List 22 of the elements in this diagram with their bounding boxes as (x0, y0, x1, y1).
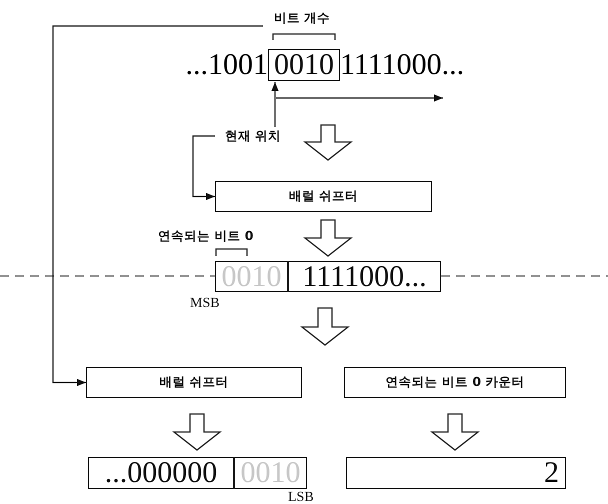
process-box: 연속되는 비트 0 카운터 (344, 367, 566, 398)
process-box: 배럴 쉬프터 (215, 181, 432, 212)
annotation-label: 비트 개수 (267, 8, 337, 28)
block-arrow (303, 124, 353, 161)
bracket-label: 연속되는 비트 0 (158, 228, 254, 245)
block-arrow (300, 307, 350, 346)
process-box: 배럴 쉬프터 (86, 367, 302, 398)
block-arrow (430, 413, 480, 451)
register-segment: 1111000... (288, 261, 441, 292)
block-arrow (303, 219, 353, 257)
arrow (52, 25, 263, 386)
arrow (192, 135, 215, 200)
bit-string: ...1001 (186, 50, 268, 80)
arrow (271, 82, 279, 127)
lsb-label: LSB (288, 490, 314, 504)
bit-string: 1111000... (340, 50, 464, 80)
highlighted-bits-box: 0010 (268, 49, 340, 81)
msb-label: MSB (190, 296, 220, 312)
counter-value-box: 2 (346, 457, 566, 489)
register-segment: ...000000 (88, 457, 234, 489)
annotation-label: 현재 위치 (218, 127, 288, 145)
block-arrow (172, 413, 222, 451)
